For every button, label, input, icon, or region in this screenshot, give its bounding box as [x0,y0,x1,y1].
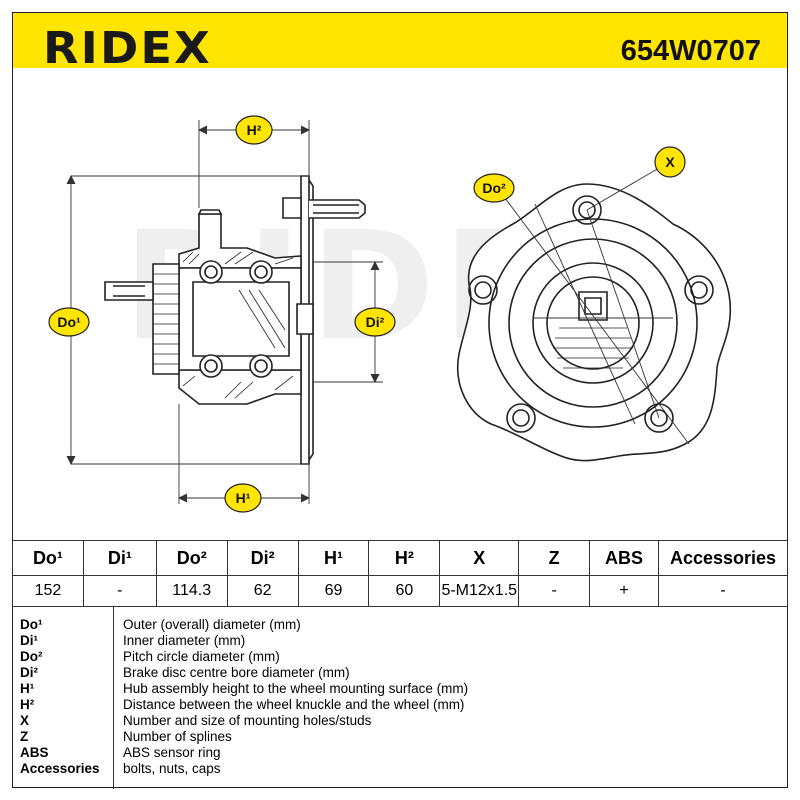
svg-text:Di²: Di² [366,314,385,330]
legend-text: Inner diameter (mm) [123,633,246,648]
legend-key: X [20,713,30,728]
legend-divider [113,607,114,789]
legend-key: Do¹ [20,617,43,632]
legend-row: Z Number of splines [12,729,788,745]
legend-row: X Number and size of mounting holes/studs [12,713,788,729]
legend-row: Do² Pitch circle diameter (mm) [12,649,788,665]
label-di2: Di² [354,307,396,337]
legend-row: ABS ABS sensor ring [12,745,788,761]
header-cell: H¹ [297,540,370,576]
svg-text:H²: H² [247,122,262,138]
header-cell: H² [368,540,441,576]
dimension-lines-front [498,167,690,445]
brand-logo: RIDEX [43,23,212,74]
legend-text: Distance between the wheel knuckle and t… [123,697,465,712]
label-do2: Do² [473,173,515,203]
legend-text: Brake disc centre bore diameter (mm) [123,665,350,680]
legend-key: H² [20,697,35,712]
label-h1: H¹ [224,483,262,513]
legend-key: Di¹ [20,633,38,648]
value-cell: 62 [226,575,299,607]
value-cell: 5-M12x1.5 [439,575,520,607]
part-number: 654W0707 [620,35,761,67]
svg-text:H¹: H¹ [236,490,251,506]
header-cell: ABS [589,540,659,576]
value-cell: 114.3 [155,575,228,607]
legend-row: Accessories bolts, nuts, caps [12,761,788,777]
specs-header-row: Do¹ Di¹ Do² Di² H¹ H² X Z ABS Accessorie… [12,540,789,576]
svg-text:Do¹: Do¹ [57,314,81,330]
value-cell: 60 [368,575,441,607]
header-cell: X [439,540,520,576]
legend-text: ABS sensor ring [123,745,221,760]
header-cell: Z [518,540,591,576]
label-x: X [654,146,686,178]
header-cell: Do² [155,540,228,576]
value-cell: 152 [12,575,84,607]
legend-key: Accessories [20,761,100,776]
legend-row: Do¹ Outer (overall) diameter (mm) [12,617,788,633]
legend-key: Do² [20,649,43,664]
header-cell: Di² [226,540,299,576]
header-cell: Di¹ [82,540,157,576]
value-cell: - [82,575,157,607]
value-cell: 69 [297,575,370,607]
technical-drawing: RIDEX [48,115,732,513]
legend-row: H² Distance between the wheel knuckle and… [12,697,788,713]
header-cell: Accessories [657,540,789,576]
header-cell: Do¹ [12,540,84,576]
legend-text: Hub assembly height to the wheel mountin… [123,681,469,696]
legend-text: Pitch circle diameter (mm) [123,649,280,664]
legend-key: ABS [20,745,49,760]
legend: Do¹ Outer (overall) diameter (mm) Di¹ Inne… [12,606,788,789]
header-bar: RIDEX 654W0707 [12,12,788,74]
legend-row: H¹ Hub assembly height to the wheel mount… [12,681,788,697]
legend-text: Number of splines [123,729,232,744]
value-cell: - [657,575,789,607]
label-h2: H² [235,115,273,145]
value-cell: - [518,575,591,607]
legend-text: Outer (overall) diameter (mm) [123,617,301,632]
legend-key: Z [20,729,29,744]
value-cell: + [589,575,659,607]
svg-text:Do²: Do² [482,180,506,196]
legend-key: Di² [20,665,38,680]
legend-text: Number and size of mounting holes/studs [123,713,372,728]
hub-front-view [457,183,732,462]
specs-value-row: 152 - 114.3 62 69 60 5-M12x1.5 - + - [12,575,789,607]
svg-text:X: X [665,154,675,170]
specs-table: Do¹ Di¹ Do² Di² H¹ H² X Z ABS Accessorie… [12,540,789,607]
legend-row: Di² Brake disc centre bore diameter (mm) [12,665,788,681]
legend-row: Di¹ Inner diameter (mm) [12,633,788,649]
legend-text: bolts, nuts, caps [123,761,221,776]
legend-key: H¹ [20,681,35,696]
label-do1: Do¹ [48,307,90,337]
hub-side-view [104,175,366,465]
